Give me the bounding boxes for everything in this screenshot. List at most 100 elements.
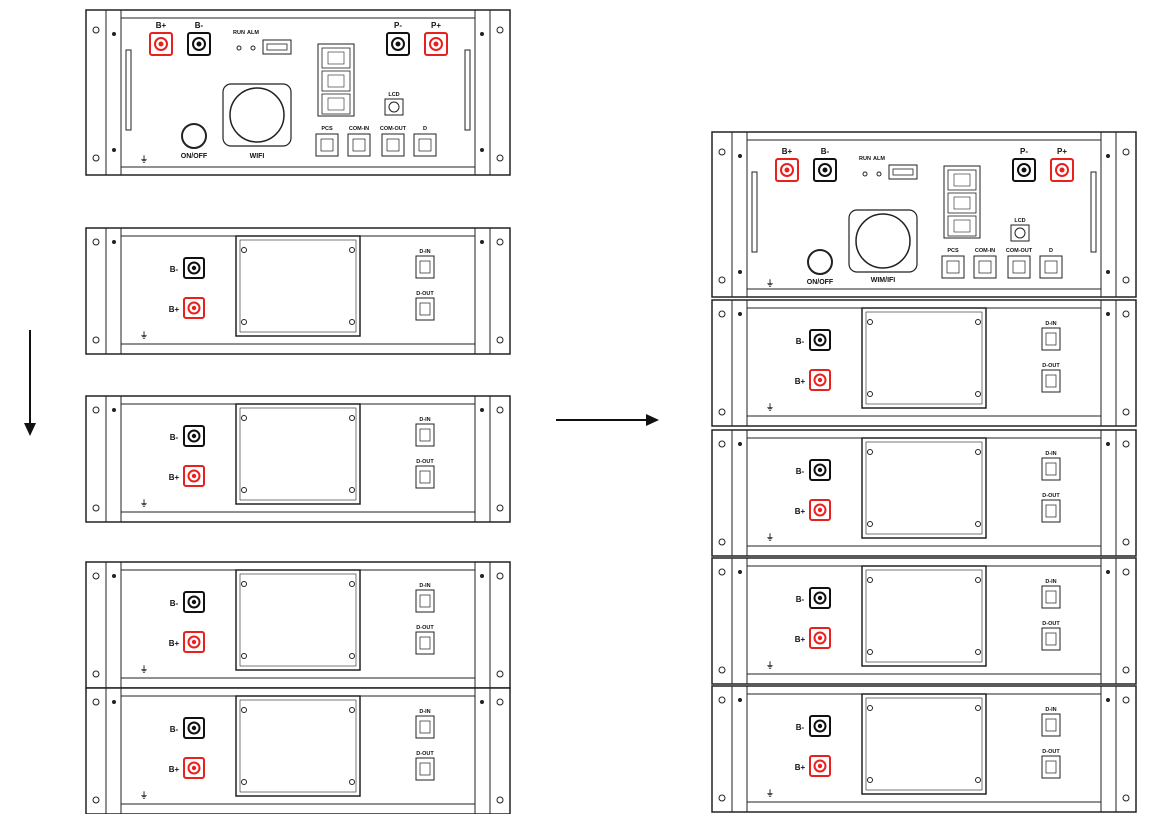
alm-label: ALM	[247, 30, 259, 36]
p-minus-terminal	[386, 32, 410, 56]
b-plus-label: B+	[795, 635, 806, 644]
arrow-down-icon	[24, 330, 36, 436]
b-plus-terminal	[775, 158, 799, 182]
run-label: RUN	[859, 156, 871, 162]
com-in-label: COM-IN	[975, 248, 995, 254]
d-out-label: D-OUT	[416, 625, 434, 631]
d-in-label: D-IN	[419, 709, 430, 715]
b-minus-label: B-	[796, 595, 805, 604]
b-minus-terminal	[187, 32, 211, 56]
d-in-label: D-IN	[419, 417, 430, 423]
p-plus-label: P+	[431, 21, 441, 30]
p-minus-label: P-	[1020, 147, 1028, 156]
run-indicator	[236, 45, 242, 51]
wifi-module	[222, 83, 292, 147]
power-button	[807, 249, 833, 275]
p-plus-terminal	[1050, 158, 1074, 182]
b-minus-label: B-	[195, 21, 204, 30]
b-minus-label: B-	[796, 723, 805, 732]
d-in-label: D-IN	[1045, 451, 1056, 457]
battery-module: B- B+ D-IN D-OUT	[85, 227, 511, 355]
breaker-switch	[943, 165, 981, 239]
p-plus-terminal	[424, 32, 448, 56]
wifi-module	[848, 209, 918, 273]
d-port	[1039, 255, 1063, 279]
battery-module: B- B+ D-IN D-OUT	[711, 685, 1137, 813]
battery-module: B- B+ D-IN D-OUT	[711, 557, 1137, 685]
p-minus-terminal	[1012, 158, 1036, 182]
com-in-port	[973, 255, 997, 279]
b-plus-label: B+	[156, 21, 167, 30]
d-label: D	[423, 126, 427, 132]
pcs-port	[315, 133, 339, 157]
battery-module: B- B+ D-IN D-OUT	[711, 299, 1137, 427]
p-plus-label: P+	[1057, 147, 1067, 156]
alm-indicator	[876, 171, 882, 177]
controller-unit-left: B+ B- RUN ALM	[85, 9, 511, 176]
pcs-label: PCS	[947, 248, 959, 254]
d-in-label: D-IN	[1045, 707, 1056, 713]
pcs-port	[941, 255, 965, 279]
b-plus-label: B+	[169, 473, 180, 482]
run-indicator	[862, 171, 868, 177]
arrow-right-icon	[556, 414, 659, 426]
d-out-label: D-OUT	[1042, 621, 1060, 627]
b-plus-label: B+	[169, 639, 180, 648]
d-out-label: D-OUT	[1042, 749, 1060, 755]
b-minus-label: B-	[170, 725, 179, 734]
d-out-label: D-OUT	[1042, 363, 1060, 369]
b-plus-label: B+	[795, 377, 806, 386]
d-out-label: D-OUT	[416, 459, 434, 465]
b-plus-label: B+	[782, 147, 793, 156]
d-in-label: D-IN	[1045, 321, 1056, 327]
dip-switch	[888, 164, 918, 180]
b-minus-label: B-	[821, 147, 830, 156]
run-label: RUN	[233, 30, 245, 36]
lcd-port	[1010, 224, 1030, 242]
com-in-port	[347, 133, 371, 157]
b-plus-label: B+	[169, 765, 180, 774]
ground-symbol: ⏚	[140, 155, 148, 164]
b-minus-label: B-	[170, 433, 179, 442]
b-minus-label: B-	[796, 337, 805, 346]
controller-unit-right: B+ B- RUN ALM P-	[711, 131, 1137, 298]
b-plus-label: B+	[169, 305, 180, 314]
p-minus-label: P-	[394, 21, 402, 30]
com-out-label: COM-OUT	[1006, 248, 1033, 254]
lcd-label: LCD	[388, 92, 399, 98]
d-out-label: D-OUT	[416, 291, 434, 297]
power-button	[181, 123, 207, 149]
d-port	[413, 133, 437, 157]
alm-indicator	[250, 45, 256, 51]
dip-switch	[262, 39, 292, 55]
b-plus-terminal	[149, 32, 173, 56]
b-plus-label: B+	[795, 507, 806, 516]
com-in-label: COM-IN	[349, 126, 369, 132]
battery-module: B- B+ D-IN D-OUT	[85, 395, 511, 523]
b-minus-label: B-	[170, 265, 179, 274]
ground-symbol: ⏚	[766, 279, 774, 288]
battery-module: B- B+ D-IN D-OUT	[85, 687, 511, 814]
breaker-switch	[317, 43, 355, 117]
com-out-port	[1007, 255, 1031, 279]
wifi-label: WIM/IFI	[871, 277, 896, 284]
b-minus-label: B-	[170, 599, 179, 608]
com-out-label: COM-OUT	[380, 126, 407, 132]
d-out-label: D-OUT	[416, 751, 434, 757]
battery-module: B- B+ D-IN D-OUT	[711, 429, 1137, 557]
pcs-label: PCS	[321, 126, 333, 132]
d-in-label: D-IN	[419, 249, 430, 255]
b-plus-label: B+	[795, 763, 806, 772]
lcd-label: LCD	[1014, 218, 1025, 224]
b-minus-label: B-	[796, 467, 805, 476]
com-out-port	[381, 133, 405, 157]
d-in-label: D-IN	[1045, 579, 1056, 585]
d-out-label: D-OUT	[1042, 493, 1060, 499]
b-minus-terminal	[813, 158, 837, 182]
wifi-label: WIFI	[250, 153, 265, 160]
lcd-port	[384, 98, 404, 116]
on-off-label: ON/OFF	[181, 153, 208, 160]
on-off-label: ON/OFF	[807, 279, 834, 286]
alm-label: ALM	[873, 156, 885, 162]
